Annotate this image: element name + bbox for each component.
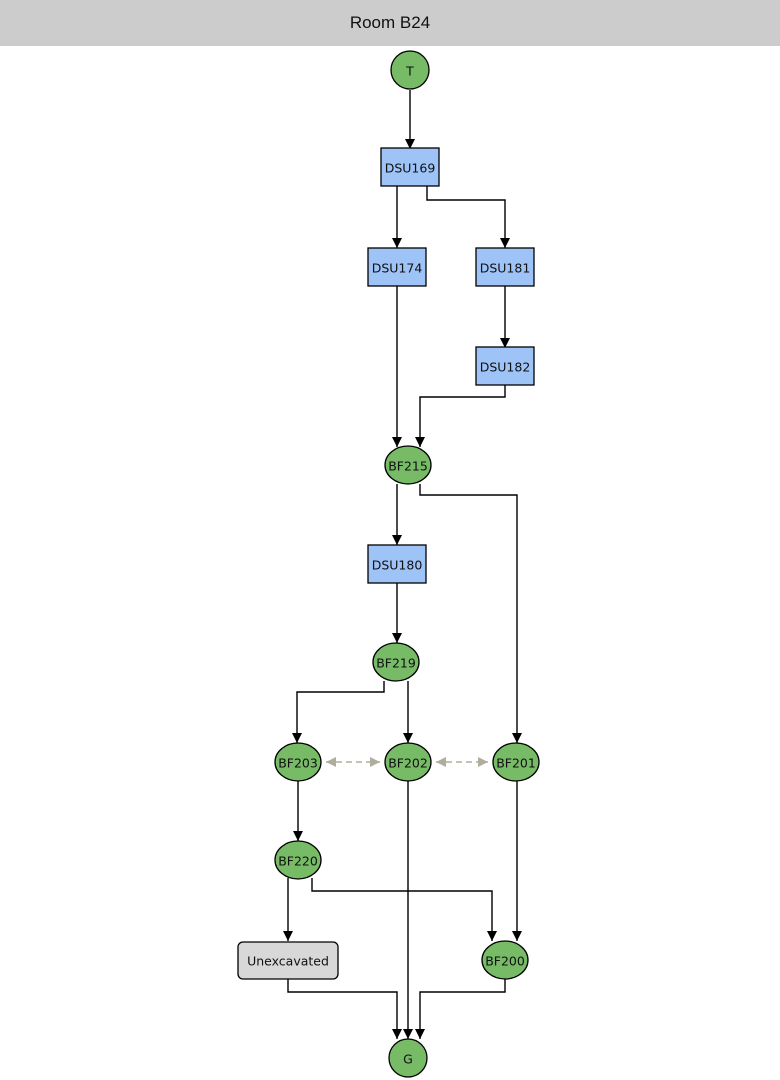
node-unexcavated[interactable]: Unexcavated	[237, 941, 339, 980]
node-shape	[274, 840, 322, 880]
node-shape	[475, 247, 535, 287]
node-shape	[388, 1038, 428, 1078]
edge-bf200-to-g	[415, 978, 506, 1039]
node-bf203[interactable]: BF203	[274, 742, 322, 782]
node-shape	[274, 742, 322, 782]
diagram-title: Room B24	[349, 13, 431, 32]
node-shape	[237, 941, 339, 980]
node-shape	[492, 742, 540, 782]
edge-bf215-to-bf201	[419, 484, 522, 743]
node-bf200[interactable]: BF200	[481, 940, 529, 980]
node-dsu182[interactable]: DSU182	[475, 346, 535, 386]
diagram-title-bar: Room B24	[0, 0, 780, 46]
node-dsu174[interactable]: DSU174	[367, 247, 427, 287]
node-label: DSU181	[480, 261, 531, 276]
edge-dsu169-to-dsu181	[426, 186, 510, 248]
node-dsu181[interactable]: DSU181	[475, 247, 535, 287]
node-shape	[367, 544, 427, 584]
edge-bf219-to-bf203	[292, 681, 385, 743]
node-shape	[481, 940, 529, 980]
node-label: DSU182	[480, 360, 531, 375]
node-label: G	[403, 1052, 413, 1067]
node-shape	[475, 346, 535, 386]
edge-unexcavated-to-g	[287, 978, 402, 1039]
node-label: BF219	[376, 656, 416, 671]
node-shape	[390, 50, 430, 90]
node-label: BF200	[485, 954, 525, 969]
node-label: BF220	[278, 854, 318, 869]
edge-dsu182-to-bf215	[415, 385, 506, 447]
node-bf201[interactable]: BF201	[492, 742, 540, 782]
node-shape	[384, 742, 432, 782]
node-bf215[interactable]: BF215	[384, 445, 432, 485]
edge-bf220-to-bf200	[311, 878, 497, 941]
node-bf219[interactable]: BF219	[372, 642, 420, 682]
node-label: T	[405, 64, 414, 79]
node-label: BF203	[278, 756, 318, 771]
node-g[interactable]: G	[388, 1038, 428, 1078]
node-bf202[interactable]: BF202	[384, 742, 432, 782]
node-label: DSU169	[385, 161, 436, 176]
node-label: Unexcavated	[247, 954, 329, 969]
node-shape	[384, 445, 432, 485]
node-label: BF201	[496, 756, 536, 771]
node-label: DSU180	[372, 558, 423, 573]
node-t[interactable]: T	[390, 50, 430, 90]
node-shape	[367, 247, 427, 287]
node-label: BF202	[388, 756, 428, 771]
node-dsu180[interactable]: DSU180	[367, 544, 427, 584]
node-label: DSU174	[372, 261, 423, 276]
node-shape	[380, 147, 440, 187]
node-shape	[372, 642, 420, 682]
node-label: BF215	[388, 459, 428, 474]
node-dsu169[interactable]: DSU169	[380, 147, 440, 187]
node-bf220[interactable]: BF220	[274, 840, 322, 880]
